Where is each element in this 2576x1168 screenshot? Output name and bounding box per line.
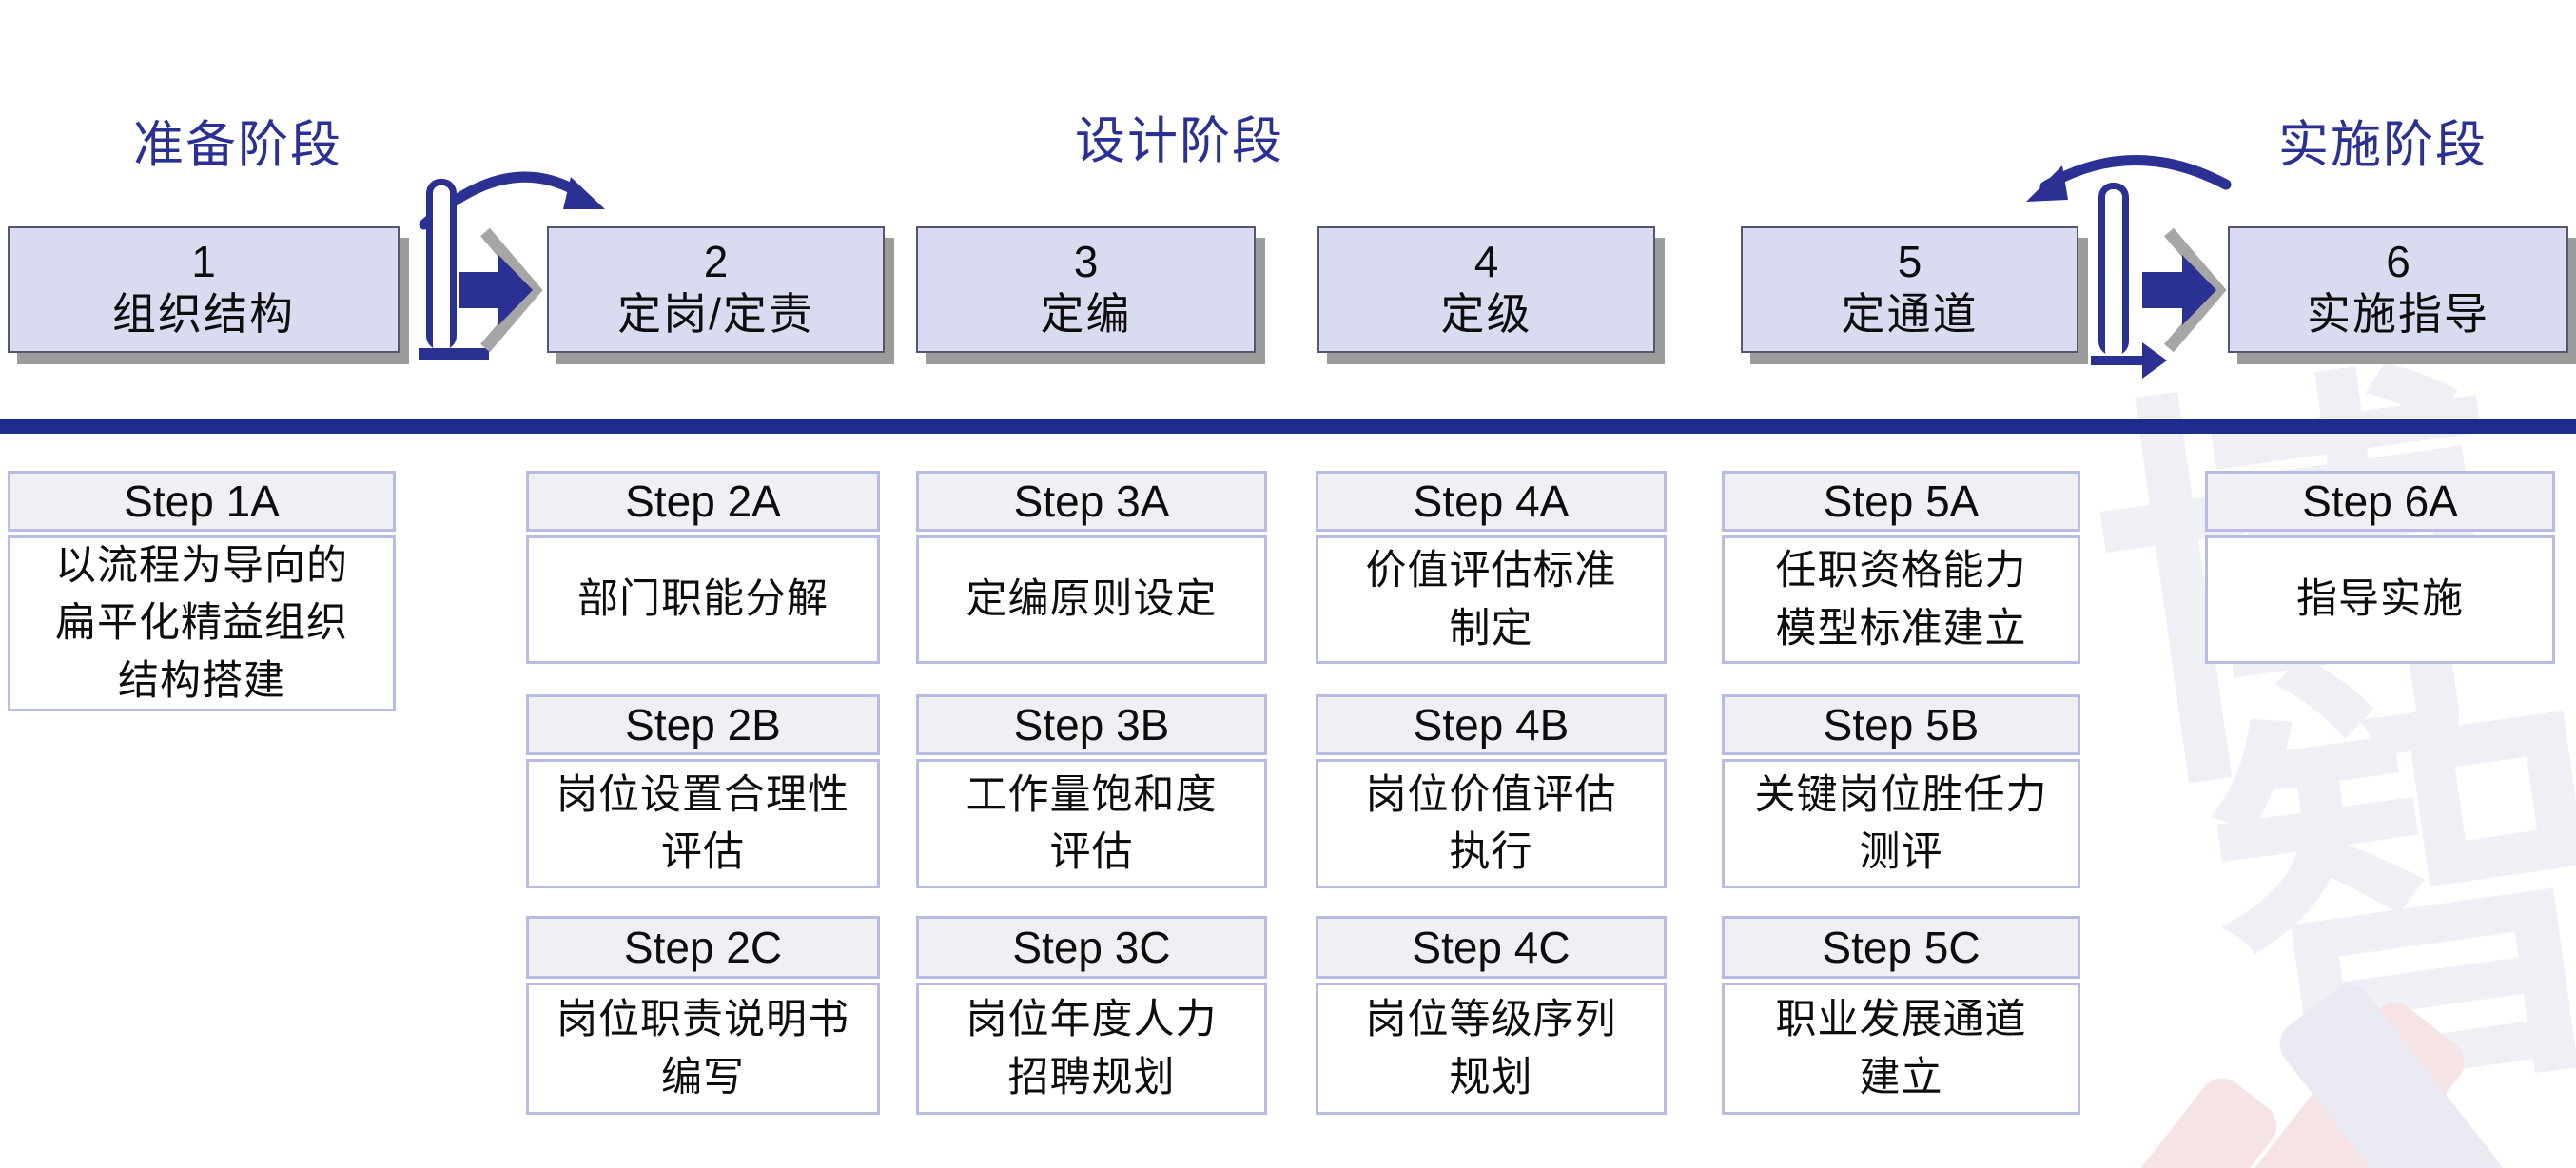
substep-2b-text: 岗位设置合理性 评估 <box>526 759 880 888</box>
substep-5b-text: 关键岗位胜任力 测评 <box>1722 759 2080 888</box>
substep-4b-text: 岗位价值评估 执行 <box>1316 759 1667 888</box>
main-step-box-2: 2 定岗/定责 <box>547 226 885 353</box>
block-arrow-icon <box>2142 227 2227 353</box>
substep-6a-text: 指导实施 <box>2205 535 2555 664</box>
main-step-label: 定岗/定责 <box>617 289 814 340</box>
substep-4c-header: Step 4C <box>1316 916 1667 979</box>
main-step-number: 1 <box>191 237 216 287</box>
main-step-number: 4 <box>1473 237 1499 287</box>
substep-3c-header: Step 3C <box>916 916 1267 979</box>
main-step-box-4: 4 定级 <box>1317 226 1655 353</box>
main-step-box-5: 5 定通道 <box>1741 226 2078 353</box>
substep-6a-header: Step 6A <box>2205 471 2555 532</box>
main-step-number: 2 <box>703 237 729 287</box>
substep-5a-text: 任职资格能力 模型标准建立 <box>1722 535 2080 664</box>
substep-1a-header: Step 1A <box>8 471 396 532</box>
curved-arrow-left-icon <box>2026 155 2232 202</box>
main-step-number: 6 <box>2386 237 2410 287</box>
substep-4c-text: 岗位等级序列 规划 <box>1316 983 1667 1115</box>
substep-3a-text: 定编原则设定 <box>916 535 1267 664</box>
substep-4b-header: Step 4B <box>1316 694 1667 755</box>
substep-1a-text: 以流程为导向的 扁平化精益组织 结构搭建 <box>8 535 396 711</box>
substep-2a-header: Step 2A <box>526 471 880 532</box>
substep-5a-header: Step 5A <box>1722 471 2080 532</box>
main-step-label: 定级 <box>1440 289 1532 340</box>
substep-5c-header: Step 5C <box>1722 916 2080 979</box>
phase-divider-pipe-arrow-icon <box>2091 183 2167 379</box>
main-step-box-3: 3 定编 <box>916 226 1256 353</box>
phase-label-implementation: 实施阶段 <box>2278 117 2488 173</box>
main-step-number: 5 <box>1897 237 1922 287</box>
substep-3b-text: 工作量饱和度 评估 <box>916 759 1267 888</box>
substep-3b-header: Step 3B <box>916 694 1267 755</box>
substep-4a-header: Step 4A <box>1316 471 1667 532</box>
phase-label-design: 设计阶段 <box>1075 113 1284 169</box>
substep-3c-text: 岗位年度人力 招聘规划 <box>916 983 1267 1115</box>
main-step-box-6: 6 实施指导 <box>2228 226 2568 353</box>
substep-2c-text: 岗位职责说明书 编写 <box>526 983 880 1115</box>
phase-divider-pipe-icon <box>419 179 489 360</box>
main-step-number: 3 <box>1073 237 1099 287</box>
phase-label-preparation: 准备阶段 <box>133 117 342 173</box>
main-step-box-1: 1 组织结构 <box>8 226 400 353</box>
substep-3a-header: Step 3A <box>916 471 1267 532</box>
main-step-label: 定通道 <box>1841 289 1979 340</box>
main-step-label: 定编 <box>1040 289 1132 340</box>
substep-5c-text: 职业发展通道 建立 <box>1722 983 2080 1115</box>
substep-4a-text: 价值评估标准 制定 <box>1316 535 1667 664</box>
main-step-label: 实施指导 <box>2307 289 2489 340</box>
substep-2b-header: Step 2B <box>526 694 880 755</box>
block-arrow-icon <box>459 227 543 353</box>
substep-2c-header: Step 2C <box>526 916 880 979</box>
substep-2a-text: 部门职能分解 <box>526 535 880 664</box>
phase-rule <box>0 419 2576 434</box>
main-step-label: 组织结构 <box>112 289 295 340</box>
substep-5b-header: Step 5B <box>1722 694 2080 755</box>
